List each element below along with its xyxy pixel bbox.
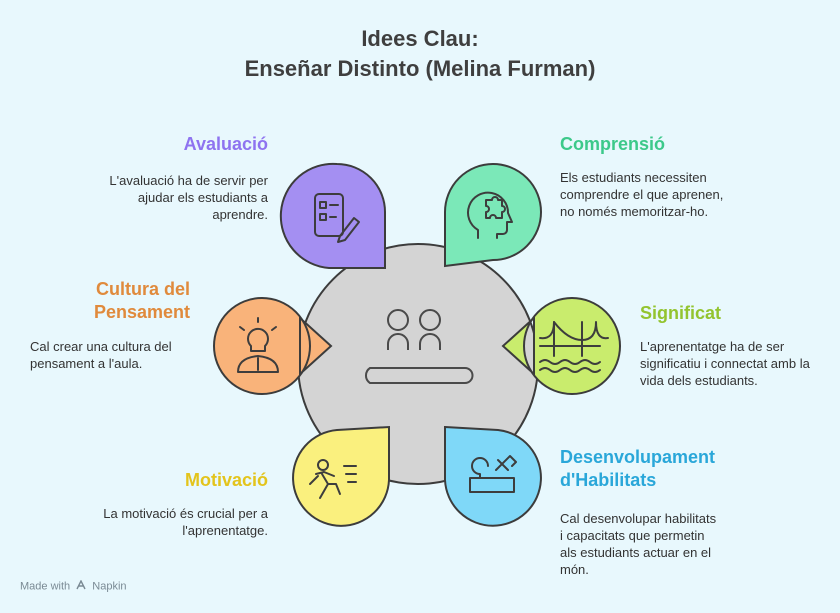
napkin-logo-icon (76, 579, 86, 593)
heading-motivacio: Motivació (184, 470, 268, 490)
heading-comprensio: Comprensió (560, 134, 666, 154)
pin-cultura (213, 296, 333, 396)
pin-motivacio (292, 425, 390, 527)
pin-avaluacio (279, 162, 386, 269)
two-people-table-icon (364, 309, 474, 384)
desc-habilitats: Cal desenvolupar habilitats i capacitats… (560, 511, 717, 577)
title-line-1: Idees Clau: (361, 26, 479, 51)
desc-motivacio: La motivació és crucial per a l'aprenent… (103, 506, 268, 538)
desc-comprensio: Els estudiants necessiten comprendre el … (560, 170, 724, 219)
heading-significat: Significat (640, 303, 722, 323)
bridge-icon (539, 321, 609, 373)
desc-cultura: Cal crear una cultura del pensament a l'… (30, 339, 172, 371)
footer-credit[interactable]: Made with Napkin (20, 579, 127, 593)
lightbulb-person-icon (237, 317, 279, 373)
desc-significat: L'aprenentatge ha de ser significatiu i … (640, 339, 810, 388)
footer-text: Made with (20, 580, 71, 593)
heading-cultura: Cultura del Pensament (93, 279, 190, 322)
footer-brand: Napkin (92, 580, 127, 593)
desc-avaluacio: L'avaluació ha de servir per ajudar els … (109, 173, 268, 222)
title-line-2: Enseñar Distinto (Melina Furman) (244, 56, 596, 81)
toolbox-icon (469, 455, 517, 493)
head-puzzle-icon (467, 191, 513, 239)
heading-habilitats: Desenvolupament d'Habilitats (560, 447, 716, 490)
diagram-title: Idees Clau: Enseñar Distinto (Melina Fur… (0, 24, 840, 84)
pin-habilitats (444, 425, 542, 527)
checklist-pencil-icon (314, 193, 360, 243)
running-person-icon (309, 459, 357, 499)
heading-avaluacio: Avaluació (183, 134, 268, 154)
